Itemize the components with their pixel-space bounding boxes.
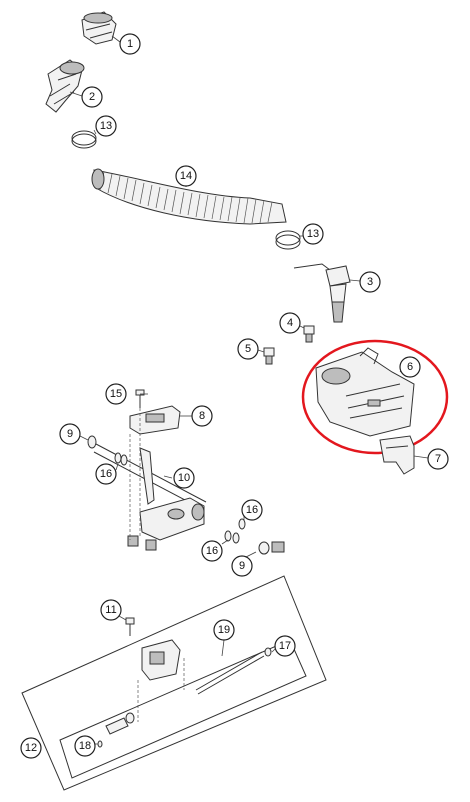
- callout-9-left: 9: [59, 423, 81, 445]
- callout-12: 12: [20, 737, 42, 759]
- svg-text:6: 6: [407, 361, 413, 373]
- callout-15: 15: [105, 383, 127, 405]
- highlight-ring: [301, 339, 449, 455]
- part-5-screw: [263, 347, 275, 365]
- callout-9-right: 9: [231, 555, 253, 577]
- svg-text:11: 11: [105, 604, 116, 616]
- callout-2: 2: [81, 86, 103, 108]
- callout-16-right: 16: [241, 499, 263, 521]
- svg-text:10: 10: [178, 472, 190, 484]
- callout-4: 4: [279, 312, 301, 334]
- callout-14: 14: [175, 165, 197, 187]
- callout-7: 7: [427, 448, 449, 470]
- part-valve: [137, 639, 185, 722]
- svg-text:1: 1: [127, 38, 133, 50]
- part-13-clamp-top: [71, 130, 97, 149]
- part-4-screw: [303, 325, 315, 343]
- svg-text:5: 5: [245, 343, 251, 355]
- part-14-corrugated-hose: [91, 168, 287, 225]
- svg-text:9: 9: [239, 560, 245, 572]
- callout-18: 18: [74, 735, 96, 757]
- part-9-washer-left: [87, 435, 97, 449]
- svg-text:15: 15: [110, 388, 122, 400]
- part-12-kit-inner: [59, 639, 307, 779]
- callout-10: 10: [173, 467, 195, 489]
- svg-text:3: 3: [367, 276, 373, 288]
- part-16-spacer-right: [224, 518, 246, 544]
- part-9-washer-right: [258, 541, 285, 555]
- svg-text:2: 2: [89, 91, 95, 103]
- part-12-kit-outline: [21, 575, 327, 791]
- callout-19: 19: [213, 619, 235, 641]
- callout-6: 6: [399, 356, 421, 378]
- svg-text:7: 7: [435, 453, 441, 465]
- callout-17: 17: [274, 635, 296, 657]
- part-2-intake-elbow: [45, 59, 85, 113]
- svg-text:13: 13: [100, 120, 112, 132]
- svg-text:8: 8: [199, 410, 205, 422]
- part-10-frame-bracket: [93, 408, 207, 551]
- callout-5: 5: [237, 338, 259, 360]
- part-6-air-box: [315, 347, 415, 437]
- svg-text:19: 19: [218, 624, 230, 636]
- svg-text:18: 18: [79, 740, 91, 752]
- part-8-bracket: [129, 405, 181, 435]
- svg-text:17: 17: [279, 640, 291, 652]
- svg-text:4: 4: [287, 317, 293, 329]
- part-3-sensor: [293, 263, 351, 323]
- svg-text:16: 16: [206, 545, 218, 557]
- part-1-cap: [81, 11, 117, 45]
- svg-text:9: 9: [67, 428, 73, 440]
- part-17-fitting: [264, 647, 272, 657]
- part-15-bolt: [135, 389, 145, 408]
- callout-1: 1: [119, 33, 141, 55]
- part-18-tube: [97, 712, 135, 748]
- part-16-spacer-left: [114, 452, 128, 466]
- callout-16-left: 16: [95, 463, 117, 485]
- part-11-screw: [125, 617, 135, 636]
- callout-13-top: 13: [95, 115, 117, 137]
- svg-text:16: 16: [246, 504, 258, 516]
- svg-text:16: 16: [100, 468, 112, 480]
- svg-text:12: 12: [25, 742, 37, 754]
- svg-text:13: 13: [307, 228, 319, 240]
- callout-16-lower: 16: [201, 540, 223, 562]
- callout-13-lower: 13: [302, 223, 324, 245]
- svg-text:14: 14: [180, 170, 192, 182]
- callout-11: 11: [100, 599, 122, 621]
- callout-3: 3: [359, 271, 381, 293]
- part-19-rod: [195, 651, 265, 695]
- part-7-bracket: [379, 435, 415, 475]
- part-13-clamp-lower: [275, 230, 301, 250]
- callout-8: 8: [191, 405, 213, 427]
